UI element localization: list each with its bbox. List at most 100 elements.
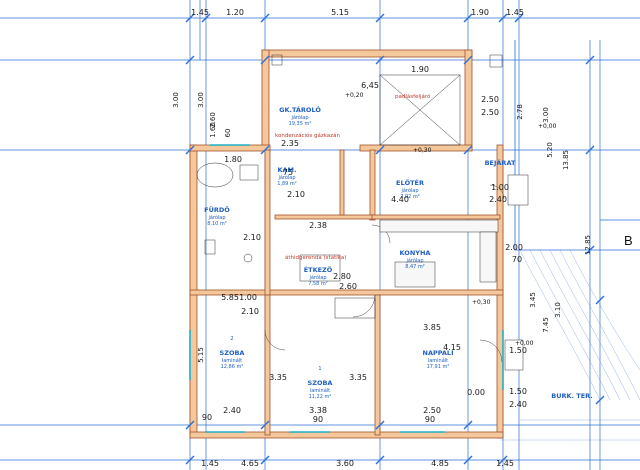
dimension-tick [185, 455, 195, 465]
inner-dimension: 2.40 [509, 400, 527, 409]
inner-dimension: 2.60 [339, 282, 357, 291]
left-dimension: 1.60 [209, 122, 217, 138]
room-name: SZOBA [308, 379, 333, 387]
room-floor: laminált [222, 357, 242, 364]
inner-dimension: 2.50 [423, 406, 441, 415]
left-dimension: 3.00 [197, 92, 205, 108]
right-dimension: 5.20 [546, 142, 554, 158]
dimension-tick [201, 13, 211, 23]
dimension-tick [375, 420, 385, 430]
inner-dimension: 3.38 [309, 406, 327, 415]
room-area: 1,89 m² [277, 181, 297, 187]
dimension-tick [260, 455, 270, 465]
left-dimension: 5.15 [197, 347, 205, 363]
level-mark: +0,00 [538, 123, 557, 130]
inner-dimension: 3.35 [269, 373, 287, 382]
dimension-tick [260, 55, 270, 65]
room-number: 2 [230, 336, 233, 342]
inner-dimension: 6,45 [361, 81, 379, 90]
right-dimension: 2.78 [516, 104, 524, 120]
bottom-dimension: 1.45 [496, 459, 514, 468]
inner-dimension: 2.40 [489, 195, 507, 204]
room-floor: járólap [308, 274, 326, 281]
inner-dimension: 5.85 [221, 293, 239, 302]
inner-dimension: 2.10 [243, 233, 261, 242]
dimension-tick [260, 420, 270, 430]
beam-note: áthidgerenda (statika) [285, 254, 346, 261]
right-dimension: 13.85 [562, 150, 570, 170]
dimension-tick [595, 395, 605, 405]
level-mark: +0,00 [515, 340, 534, 347]
room-area: 17,91 m² [427, 364, 450, 370]
room-name: BURK. TER. [551, 392, 592, 400]
inner-dimension: 2.10 [241, 307, 259, 316]
level-mark: +0,30 [472, 299, 491, 306]
inner-dimension: 1.00 [239, 293, 257, 302]
right-dimension: 12.85 [584, 235, 592, 255]
dimension-tick [498, 13, 508, 23]
room-floor: laminált [310, 387, 330, 394]
room-name: NAPPALI [423, 349, 454, 357]
level-mark: +0,30 [413, 147, 432, 154]
inner-dimension: 2.50 [481, 95, 499, 104]
dimension-tick [463, 455, 473, 465]
bottom-dimension: 4.65 [241, 459, 259, 468]
right-dimension: 3.00 [542, 107, 550, 123]
inner-dimension: 1.50 [509, 346, 527, 355]
room-area: 8,47 m² [405, 264, 425, 270]
room-number: 1 [318, 366, 321, 372]
dimension-tick [185, 145, 195, 155]
room-area: 8,10 m² [207, 221, 227, 227]
bottom-dimension: 1.45 [201, 459, 219, 468]
dimension-tick [514, 13, 524, 23]
inner-dimension: 4.40 [391, 195, 409, 204]
dimension-tick [585, 245, 595, 255]
top-dimension: 1.20 [226, 8, 244, 17]
inner-dimension: 1.00 [491, 183, 509, 192]
room-name: KONYHA [400, 249, 431, 257]
room-floor: laminált [428, 357, 448, 364]
inner-dimension: 2.80 [333, 272, 351, 281]
inner-dimension: 2.40 [223, 406, 241, 415]
top-dimension: 1.45 [506, 8, 524, 17]
inner-dimension: 0.00 [467, 388, 485, 397]
inner-dimension: 3.35 [349, 373, 367, 382]
dimension-tick [498, 455, 508, 465]
level-mark: +0,20 [345, 92, 364, 99]
dimension-tick [463, 55, 473, 65]
inner-dimension: 2.50 [481, 108, 499, 117]
dimension-tick [463, 420, 473, 430]
inner-dimension: 70 [512, 255, 522, 264]
inner-dimension: 1.50 [509, 387, 527, 396]
dimension-tick [585, 145, 595, 155]
dimension-tick [463, 145, 473, 155]
room-name: BEJÁRAT [485, 158, 516, 167]
room-floor: járólap [400, 187, 418, 194]
inner-dimension: 1.90 [411, 65, 429, 74]
bottom-dimension: 4.85 [431, 459, 449, 468]
right-dimension: 3.10 [554, 302, 562, 318]
dimension-tick [463, 13, 473, 23]
section-letter: B [624, 233, 633, 248]
room-name: KAM. [277, 166, 296, 174]
dimension-tick [260, 13, 270, 23]
boiler-note: kondenzációs gázkazán [275, 132, 340, 139]
room-area: 19,35 m² [289, 121, 312, 127]
room-area: 7,92 m² [400, 194, 420, 200]
room-area: 12,86 m² [221, 364, 244, 370]
top-dimension: 1.90 [471, 8, 489, 17]
inner-dimension: 75 [283, 168, 293, 177]
right-dimension: 3.45 [529, 292, 537, 308]
dimension-tick [375, 13, 385, 23]
dimension-tick [585, 55, 595, 65]
top-dimension: 1.45 [191, 8, 209, 17]
dimension-tick [375, 145, 385, 155]
room-floor: járólap [277, 174, 295, 181]
left-dimension: 3.00 [172, 92, 180, 108]
room-floor: járólap [207, 214, 225, 221]
dimension-tick [375, 55, 385, 65]
room-area: 7,58 m² [308, 281, 328, 287]
bottom-dimension: 3.60 [336, 459, 354, 468]
